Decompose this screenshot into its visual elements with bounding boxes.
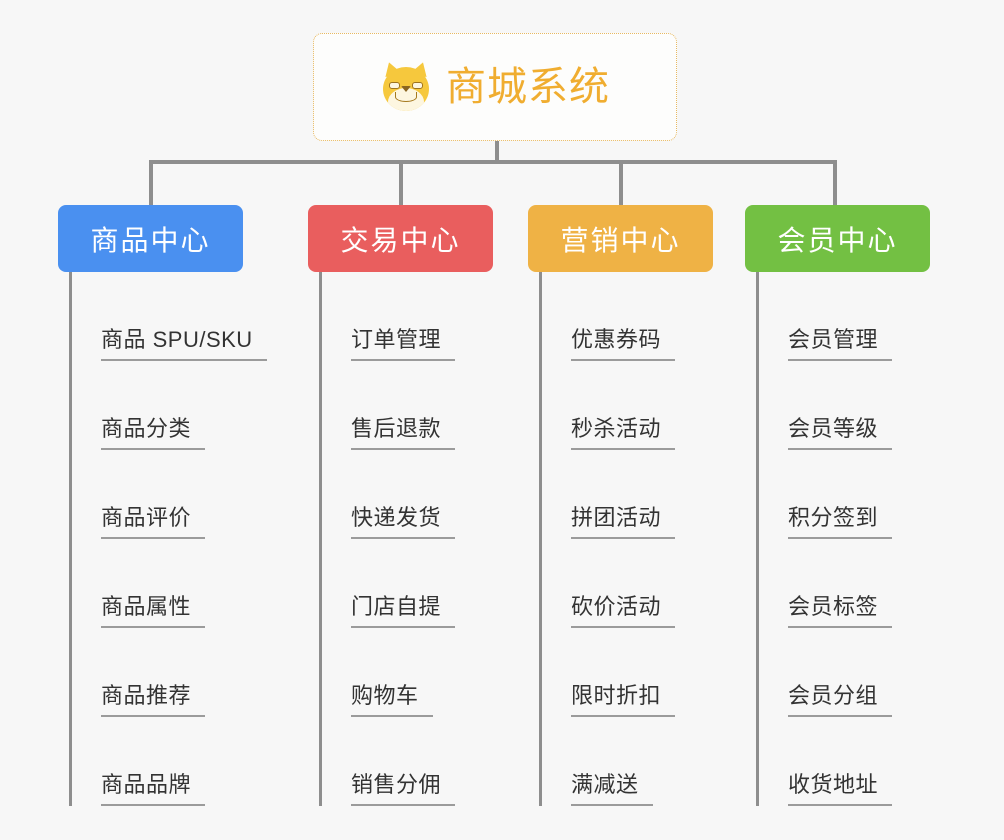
connector-horizontal-bus	[149, 160, 837, 164]
branch-column-2: 交易中心 订单管理 售后退款 快递发货 门店自提 购物车 销售分佣	[308, 205, 493, 806]
list-item[interactable]: 收货地址	[788, 717, 930, 806]
leaf-label: 商品分类	[101, 416, 206, 450]
connector-drop-3	[619, 160, 623, 205]
leaf-label: 快递发货	[351, 505, 456, 539]
list-item[interactable]: 门店自提	[351, 539, 493, 628]
branch-column-1: 商品中心 商品 SPU/SKU 商品分类 商品评价 商品属性 商品推荐 商品品牌	[58, 205, 267, 806]
leaf-label: 商品属性	[101, 594, 206, 628]
leaf-label: 销售分佣	[351, 772, 456, 806]
list-item[interactable]: 商品推荐	[101, 628, 243, 717]
leaf-list-1: 商品 SPU/SKU 商品分类 商品评价 商品属性 商品推荐 商品品牌	[69, 272, 267, 806]
category-header-4[interactable]: 会员中心	[745, 205, 930, 272]
leaf-label: 满减送	[571, 772, 653, 806]
leaf-list-2: 订单管理 售后退款 快递发货 门店自提 购物车 销售分佣	[319, 272, 493, 806]
leaf-label: 门店自提	[351, 594, 456, 628]
leaf-list-4: 会员管理 会员等级 积分签到 会员标签 会员分组 收货地址	[756, 272, 930, 806]
leaf-label: 商品评价	[101, 505, 206, 539]
leaf-label: 积分签到	[788, 505, 893, 539]
list-item[interactable]: 会员标签	[788, 539, 930, 628]
leaf-list-3: 优惠券码 秒杀活动 拼团活动 砍价活动 限时折扣 满减送	[539, 272, 713, 806]
list-item[interactable]: 积分签到	[788, 450, 930, 539]
connector-root-stem	[495, 141, 499, 163]
category-label-3: 营销中心	[560, 224, 681, 256]
category-header-2[interactable]: 交易中心	[308, 205, 493, 272]
leaf-label: 会员分组	[788, 683, 893, 717]
leaf-label: 限时折扣	[571, 683, 676, 717]
category-label-4: 会员中心	[777, 224, 898, 256]
leaf-label: 优惠券码	[571, 327, 676, 361]
list-item[interactable]: 商品评价	[101, 450, 243, 539]
leaf-label: 商品推荐	[101, 683, 206, 717]
shiba-dog-face-icon	[380, 59, 432, 113]
list-item[interactable]: 限时折扣	[571, 628, 713, 717]
branch-column-3: 营销中心 优惠券码 秒杀活动 拼团活动 砍价活动 限时折扣 满减送	[528, 205, 713, 806]
list-item[interactable]: 会员管理	[788, 272, 930, 361]
leaf-label: 商品 SPU/SKU	[101, 327, 267, 361]
category-header-1[interactable]: 商品中心	[58, 205, 243, 272]
root-title: 商城系统	[446, 65, 610, 109]
category-label-2: 交易中心	[340, 224, 461, 256]
category-header-3[interactable]: 营销中心	[528, 205, 713, 272]
leaf-label: 购物车	[351, 683, 433, 717]
list-item[interactable]: 商品属性	[101, 539, 243, 628]
root-node[interactable]: 商城系统	[313, 33, 677, 141]
list-item[interactable]: 拼团活动	[571, 450, 713, 539]
category-label-1: 商品中心	[90, 224, 211, 256]
leaf-label: 秒杀活动	[571, 416, 676, 450]
list-item[interactable]: 会员等级	[788, 361, 930, 450]
connector-drop-2	[399, 160, 403, 205]
branch-column-4: 会员中心 会员管理 会员等级 积分签到 会员标签 会员分组 收货地址	[745, 205, 930, 806]
list-item[interactable]: 砍价活动	[571, 539, 713, 628]
leaf-label: 订单管理	[351, 327, 456, 361]
list-item[interactable]: 优惠券码	[571, 272, 713, 361]
connector-drop-1	[149, 160, 153, 205]
list-item[interactable]: 快递发货	[351, 450, 493, 539]
leaf-label: 收货地址	[788, 772, 893, 806]
leaf-label: 会员管理	[788, 327, 893, 361]
leaf-label: 会员等级	[788, 416, 893, 450]
list-item[interactable]: 购物车	[351, 628, 493, 717]
leaf-label: 售后退款	[351, 416, 456, 450]
list-item[interactable]: 销售分佣	[351, 717, 493, 806]
leaf-label: 拼团活动	[571, 505, 676, 539]
list-item[interactable]: 商品 SPU/SKU	[101, 272, 267, 361]
leaf-label: 商品品牌	[101, 772, 206, 806]
leaf-label: 砍价活动	[571, 594, 676, 628]
list-item[interactable]: 售后退款	[351, 361, 493, 450]
connector-drop-4	[833, 160, 837, 205]
list-item[interactable]: 满减送	[571, 717, 713, 806]
leaf-label: 会员标签	[788, 594, 893, 628]
list-item[interactable]: 秒杀活动	[571, 361, 713, 450]
list-item[interactable]: 订单管理	[351, 272, 493, 361]
list-item[interactable]: 商品品牌	[101, 717, 243, 806]
list-item[interactable]: 商品分类	[101, 361, 243, 450]
list-item[interactable]: 会员分组	[788, 628, 930, 717]
